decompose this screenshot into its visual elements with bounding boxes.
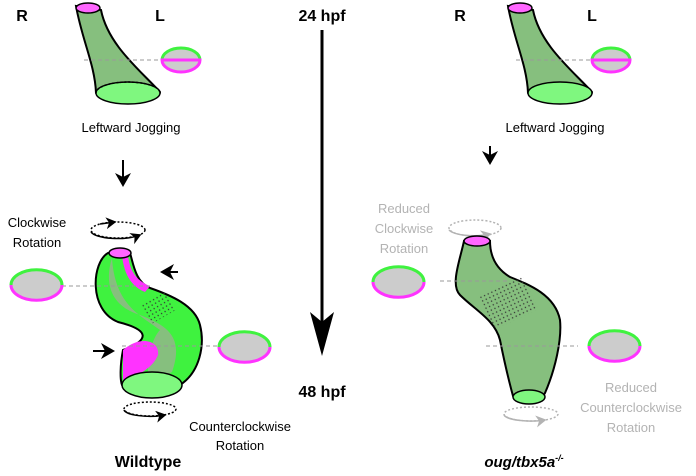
tube-top-ellipse [108,247,132,259]
cw-rotation-label-2: Rotation [13,235,61,250]
cross-section-lower [587,329,642,347]
reduced-ccw-label: Reduced [605,380,657,395]
tube-bottom-ellipse [121,371,183,399]
side-label-l: L [155,8,165,25]
mutant-title: oug/tbx5a-/- [484,453,563,471]
reduced-cw-label: Reduced [378,201,430,216]
mutant-title-superscript: -/- [555,453,564,463]
cross-section-upper [371,265,426,283]
reduced-ccw-label-3: Rotation [607,420,655,435]
reduced-cw-label-3: Rotation [380,241,428,256]
cw-rotation-label: Clockwise [8,215,67,230]
mutant-48hpf: Reduced Clockwise Rotation Reduced Count… [371,201,682,471]
timeline-arrow-head [310,312,334,356]
cross-section-upper [9,268,64,286]
wildtype-title: Wildtype [115,454,182,471]
ccw-rotation-label-2: Rotation [216,438,264,453]
mutant-24hpf: R L [454,2,632,105]
side-label-l: L [587,8,597,25]
time-start-label: 24 hpf [298,8,346,25]
side-label-r: R [16,8,28,25]
dotted-region [141,290,177,324]
mutant-title-main: oug/tbx5a [484,454,555,471]
reduced-ccw-label-2: Counterclockwise [580,400,682,415]
counterclockwise-rotation-icon [123,401,177,417]
side-label-r: R [454,8,466,25]
jogging-label: Leftward Jogging [505,120,604,135]
tube-bottom-ellipse [512,389,546,405]
tube-top-ellipse [463,235,491,247]
cross-section [160,46,202,61]
cross-section [590,46,632,61]
wildtype-48hpf: Clockwise Rotation Counterclockwise Rota… [8,215,291,471]
wildtype-24hpf: R L Leftward Jogging [16,2,202,187]
jogging-label: Leftward Jogging [81,120,180,135]
ccw-rotation-label: Counterclockwise [189,419,291,434]
time-end-label: 48 hpf [298,384,346,401]
reduced-cw-label-2: Clockwise [375,221,434,236]
tube-top-ellipse [75,2,101,14]
cross-section-lower [217,330,272,348]
dotted-region [479,276,539,330]
